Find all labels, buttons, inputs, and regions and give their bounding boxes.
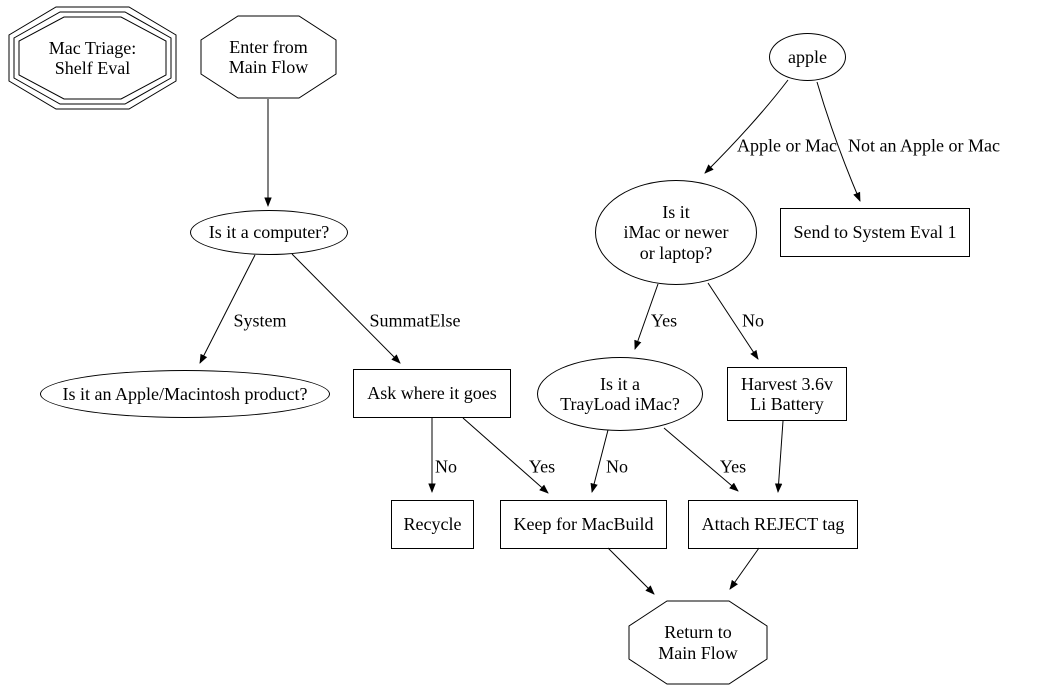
node-is-it-a-computer: Is it a computer? [190,210,348,255]
node-label: Is it iMac or newer or laptop? [623,202,729,263]
node-label: Harvest 3.6v Li Battery [741,373,833,414]
node-attach-reject-tag: Attach REJECT tag [688,500,858,549]
node-is-it-imac-or-newer-or-laptop: Is it iMac or newer or laptop? [595,180,757,285]
edge-label-not-an-apple-or-mac: Not an Apple or Mac [848,135,1000,156]
octagon-shape [200,15,337,99]
node-label: Is it a computer? [208,222,330,243]
node-ask-where-it-goes: Ask where it goes [353,369,511,418]
edge-label-imac-no: No [742,310,764,331]
edge-label-trayload-no: No [606,456,628,477]
edge-label-imac-yes: Yes [650,310,678,331]
node-label: Mac Triage: Shelf Eval [48,37,137,78]
node-mac-triage-shelf-eval: Mac Triage: Shelf Eval [8,6,177,110]
node-harvest-li-battery: Harvest 3.6v Li Battery [727,367,847,421]
edge-label-summatelse: SummatElse [369,310,461,331]
node-label: Recycle [403,514,462,535]
node-is-it-apple-macintosh-product: Is it an Apple/Macintosh product? [40,370,330,418]
triple-octagon-shape [8,6,177,110]
node-label: Send to System Eval 1 [793,222,957,243]
node-return-to-main-flow: Return to Main Flow [628,600,768,685]
edge-label-apple-or-mac: Apple or Mac [737,135,837,156]
edge-label-ask-no: No [435,456,457,477]
edge-label-system: System [233,310,287,331]
node-label: Keep for MacBuild [513,514,654,535]
edge-label-ask-yes: Yes [528,456,556,477]
node-label: Attach REJECT tag [701,514,845,535]
node-send-to-system-eval-1: Send to System Eval 1 [780,208,970,257]
octagon-shape [628,600,768,685]
node-label: Return to Main Flow [658,622,738,663]
node-keep-for-macbuild: Keep for MacBuild [500,500,667,549]
node-enter-from-main-flow: Enter from Main Flow [200,15,337,99]
node-label: Is it a TrayLoad iMac? [560,373,680,414]
node-label: apple [788,46,827,67]
node-is-it-a-trayload-imac: Is it a TrayLoad iMac? [537,357,703,431]
node-label: Enter from Main Flow [228,36,309,77]
node-apple: apple [769,33,846,81]
edge-label-trayload-yes: Yes [719,456,747,477]
node-label: Ask where it goes [367,383,497,404]
node-label: Is it an Apple/Macintosh product? [62,383,308,404]
node-recycle: Recycle [391,500,474,549]
